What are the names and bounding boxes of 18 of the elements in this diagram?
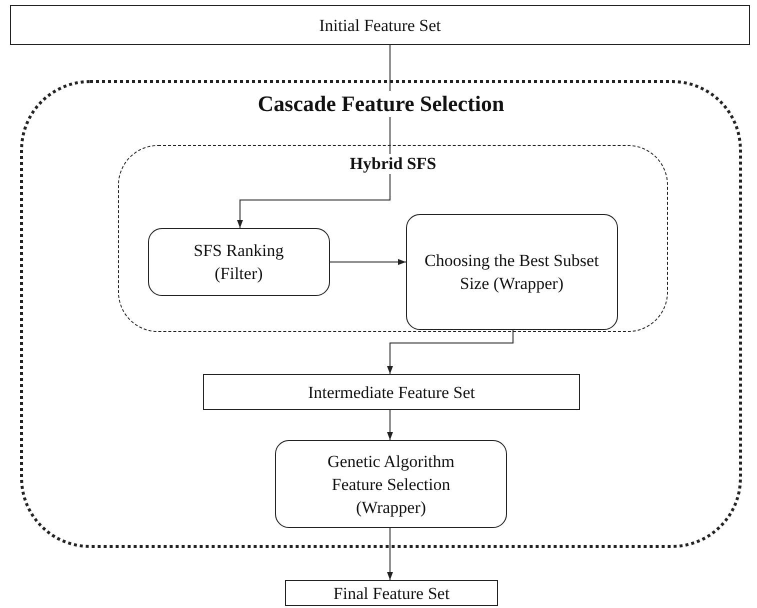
box-label: Initial Feature Set [319,14,441,36]
group-region [118,145,668,332]
box-label: Intermediate Feature Set [308,382,476,404]
process-box [10,5,750,45]
box-label: Genetic Algorithm Feature Selection (Wrapper) [326,450,456,518]
process-box [275,440,507,528]
box-label: SFS Ranking (Filter) [192,240,285,285]
process-box [285,580,498,606]
box-label: Final Feature Set [333,582,450,604]
box-label: Choosing the Best Subset Size (Wrapper) [424,250,600,295]
arrow [387,330,514,374]
arrow [387,528,393,580]
process-box [148,228,330,296]
arrow [330,259,406,265]
group-region [20,80,742,548]
arrow [387,410,393,440]
process-box [203,374,580,410]
process-box [406,214,618,330]
